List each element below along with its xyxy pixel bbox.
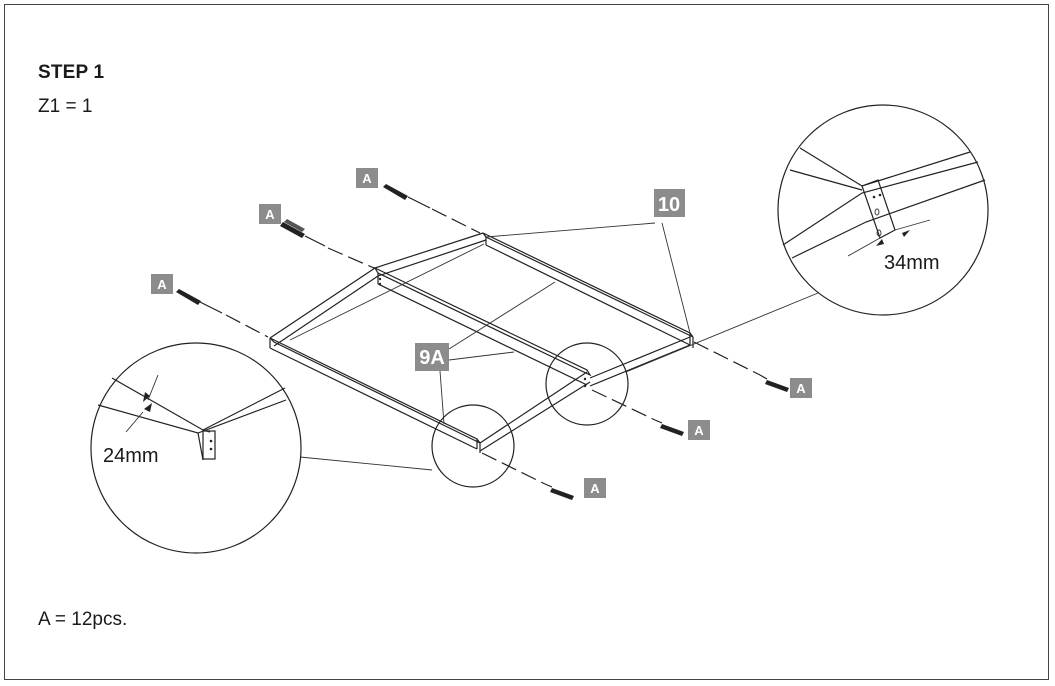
screw-middle xyxy=(280,219,326,247)
svg-text:A: A xyxy=(694,423,704,438)
detail-marker-left xyxy=(431,404,515,488)
label-a-6: A xyxy=(584,478,606,498)
screw-left-front xyxy=(176,289,223,314)
parts-count: A = 12pcs. xyxy=(38,609,128,630)
screw-top-back xyxy=(383,184,431,209)
dimension-24mm: 24mm xyxy=(103,445,159,467)
detail-view-right: 34mm xyxy=(777,104,989,316)
page-border xyxy=(4,4,1049,680)
detail-marker-right xyxy=(545,342,629,426)
quantity-line: Z1 = 1 xyxy=(38,96,93,117)
label-a-3: A xyxy=(151,274,173,294)
svg-text:A: A xyxy=(590,481,600,496)
label-rail: 10 xyxy=(485,189,691,334)
svg-text:A: A xyxy=(796,381,806,396)
label-crossbar: 9A xyxy=(415,281,556,425)
svg-text:9A: 9A xyxy=(419,347,445,369)
label-a-2: A xyxy=(259,204,281,224)
dimension-34mm: 34mm xyxy=(884,252,940,274)
svg-text:A: A xyxy=(157,277,167,292)
frame-assembly xyxy=(269,232,694,453)
svg-text:A: A xyxy=(362,171,372,186)
label-a-1: A xyxy=(356,168,378,188)
screws xyxy=(176,184,789,500)
screw-right-back xyxy=(759,374,789,392)
svg-text:A: A xyxy=(265,207,275,222)
label-a-5: A xyxy=(688,420,710,440)
svg-text:10: 10 xyxy=(658,194,680,216)
middle-crossbar xyxy=(373,266,592,377)
back-rail xyxy=(482,232,694,338)
screw-right-middle xyxy=(654,419,684,436)
step-title: STEP 1 xyxy=(38,62,105,83)
label-a-4: A xyxy=(790,378,812,398)
screw-front xyxy=(544,483,574,500)
detail-view-left: 24mm xyxy=(90,342,302,554)
